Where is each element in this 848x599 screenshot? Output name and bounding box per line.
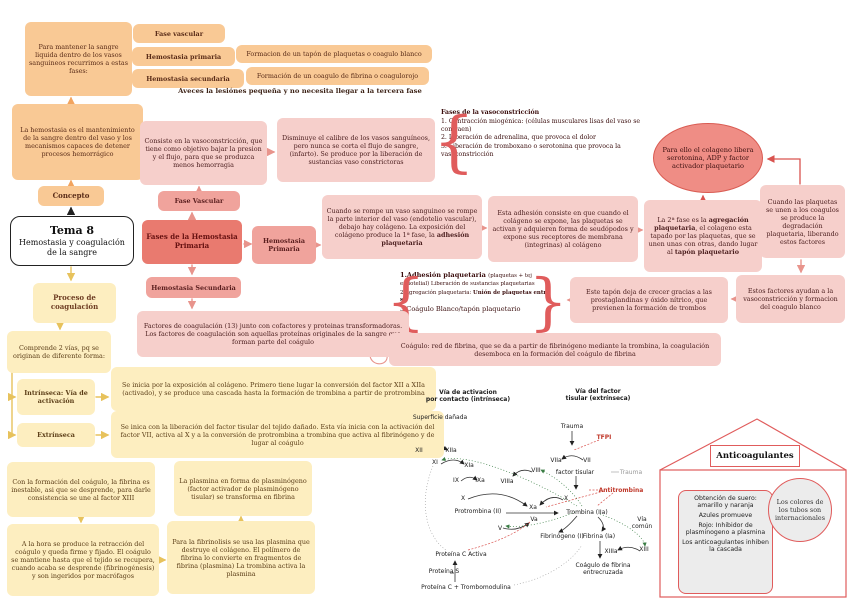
tag-fase-vascular: Fase vascular <box>133 24 225 43</box>
cascade-via-intrinseca-titulo: Vía de activacion por contacto (intrínse… <box>425 389 511 404</box>
note-coagulo-red-fibrina: Coágulo: red de fibrina, que se da a par… <box>389 333 721 366</box>
ellipse-colageno-libera: Para ello el colageno libera serotonina,… <box>653 123 763 193</box>
adhesion-item-2: 2.Agregación plaquetaria: <box>400 289 474 296</box>
cascade-viia: VIIa <box>550 457 562 464</box>
note-coagulo-rojo: Formación de un coagulo de fibrina o coa… <box>246 67 429 85</box>
note-fibrinolisis: Para la fibrinolisis se usa las plasmina… <box>167 521 315 594</box>
note-adhesion: Esta adhesión consiste en que cuando el … <box>488 196 638 262</box>
note-rompe-vaso: Cuando se rompe un vaso sanguineo se rom… <box>322 195 482 259</box>
cascade-trauma: Trauma <box>560 423 584 430</box>
cascade-superficie-danada: Superficie dañada <box>412 414 468 421</box>
cascade-ix: IX <box>453 477 459 484</box>
note-consiste-vasoconstriccion: Consiste en la vasoconstricción, que tie… <box>140 121 267 185</box>
fase2-b1: agregación plaquetaria <box>654 216 749 232</box>
cascade-via-comun: Vía común <box>631 516 653 531</box>
cascade-xia: XIa <box>464 462 474 469</box>
cascade-proteina-s: Proteína S <box>428 568 460 575</box>
anticoagulantes-linea: Rojo: Inhibidor de plasminogeno a plasmi… <box>685 522 766 536</box>
anticoagulantes-notas: Obtención de suero: amarillo y naranja A… <box>678 490 773 594</box>
cascade-xii: XII <box>415 447 423 454</box>
cascade-x-izq: X <box>460 495 466 502</box>
tag-fase-vascular-pink: Fase Vascular <box>158 191 240 211</box>
fase2-t1: La 2ª fase es la <box>657 216 709 224</box>
cascade-antitrombina: Antitrombina <box>598 487 644 494</box>
cascade-factor-tisular: factor tisular <box>555 469 595 476</box>
adhesion-item-1-bold: 1.Adhesión plaquetaria <box>400 271 489 279</box>
cascade-viiia: VIIIa <box>500 478 514 485</box>
anticoagulantes-linea: Obtención de suero: amarillo y naranja <box>694 495 757 509</box>
anticoagulantes-linea: Los anticoagulantes inhiben la cascada <box>682 539 769 553</box>
cascade-tfpi: TFPI <box>596 434 612 441</box>
left-brace-icon: { <box>433 103 475 180</box>
fases-vaso-item: 3. Liberación de tromboxano o serotonina… <box>441 143 621 158</box>
note-retraccion-coagulo: A la hora se produce la retracción del c… <box>7 524 159 596</box>
note-tapon-plaquetas: Formacion de un tapón de plaquetas o coa… <box>236 45 432 63</box>
node-intrinseca: Intrínseca: Vía de activación <box>17 379 95 415</box>
node-proceso-coagulacion: Proceso de coagulación <box>33 283 116 323</box>
note-disminuye-calibre: Disminuye el calibre de los vasos sanguí… <box>277 118 435 182</box>
adhesion-item-2-bold: Unión de plaquetas entre sí <box>400 289 550 304</box>
note-keep-blood: Para mantener la sangre liquida dentro d… <box>25 22 132 96</box>
node-fases-hemostasia-primaria: Fases de la Hemostasia Primaria <box>142 220 242 264</box>
note-tapon-crecer: Este tapón deja de crecer gracias a las … <box>570 277 728 323</box>
note-hemostasia-definicion: La hemostasia es el mantenimiento de la … <box>12 104 143 180</box>
cascade-ixa: IXa <box>475 477 485 484</box>
anticoagulantes-linea: Azules promueve <box>698 512 753 519</box>
tema-titulo: Tema 8 <box>49 224 95 238</box>
note-factores-ayudan: Estos factores ayudan a la vasoconstricc… <box>736 275 845 323</box>
note-degradacion-plaquetaria: Cuando las plaquetas se unen a los coagu… <box>760 185 845 258</box>
cascade-via-extrinseca-titulo: Vía del factor tisular (extrínseca) <box>565 388 631 403</box>
cascade-v: V <box>497 525 503 532</box>
fase2-b2: tapón plaquetario <box>674 248 739 256</box>
tag-hemostasia-primaria-pink: Hemostasia Primaria <box>252 226 316 264</box>
tema-subtitulo: Hemostasia y coagulación de la sangre <box>19 237 125 257</box>
note-segunda-fase: La 2ª fase es la agregación plaquetaria,… <box>644 200 762 272</box>
note-factores-coagulacion: Factores de coagulación (13) junto con c… <box>137 311 409 357</box>
fases-vaso-titulo: Fases de la vasoconstricción <box>441 109 540 116</box>
cascade-xiii: XIII <box>639 546 649 553</box>
cascade-fibrinogeno: Fibrinógeno (I) <box>540 533 584 540</box>
fase2-t2: , el colageno esta tapado por las plaque… <box>648 224 758 256</box>
note-via-extrinseca: Se inica con la liberación del factor ti… <box>111 411 444 458</box>
rompe-texto: Cuando se rompe un vaso sanguineo se rom… <box>326 207 478 239</box>
cascade-vii: VII <box>583 457 591 464</box>
cascade-x-der: X <box>563 495 569 502</box>
cascade-viii: VIII <box>531 467 541 474</box>
panel-adhesion-lista: { } 1.Adhesión plaquetaria (plaquetas + … <box>386 269 568 339</box>
fases-vaso-item: 1. Contracción miogénica: (células muscu… <box>441 117 641 133</box>
node-extrinseca: Extrínseca <box>17 423 95 447</box>
fases-vaso-item: 2. Liberación de adrenalina, que provoca… <box>441 134 596 142</box>
adhesion-item-3: 3.Coágulo Blanco/tapón plaquetario <box>400 305 521 313</box>
cascade-trauma-2: Trauma <box>619 469 643 476</box>
cascade-xi: XI <box>432 459 438 466</box>
panel-fases-vasoconstriccion: { Fases de la vasoconstricción 1. Contra… <box>433 107 652 182</box>
cascade-trombina: Trombina (IIa) <box>566 509 608 516</box>
note-plasmina: La plasmina en forma de plasminógeno (fa… <box>174 461 312 516</box>
right-brace-icon: } <box>528 265 568 338</box>
rompe-bold: adhesión plaquetaria <box>381 231 470 247</box>
node-concepto: Concepto <box>38 186 104 206</box>
tag-hemostasia-secundaria: Hemostasia secundaria <box>132 69 244 88</box>
anticoagulantes-titulo: Anticoagulantes <box>710 445 800 467</box>
cascade-proteina-c-trombomodulina: Proteína C + Trombomodulina <box>421 584 511 591</box>
node-tema-8: Tema 8 Hemostasia y coagulación de la sa… <box>10 216 134 266</box>
adhesion-item-1: (plaquetas + tej endotelial) Liberación … <box>400 273 535 287</box>
cascade-coagulo-fibrina: Coágulo de fibrina entrecruzada <box>575 562 631 577</box>
anticoagulantes-circulo: Los colores de los tubos son internacion… <box>768 478 832 542</box>
cascade-xiia: XIIa <box>445 447 457 454</box>
cascade-fibrina: Fibrina (Ia) <box>582 533 616 540</box>
cascade-xiiia: XIIIa <box>604 548 618 555</box>
note-comprende-vias: Comprende 2 vías, pq se originan de dife… <box>7 331 111 373</box>
cascade-va: Va <box>530 516 538 523</box>
cascade-xa: Xa <box>529 504 537 511</box>
tag-hemostasia-secundaria-pink: Hemostasia Secundaria <box>146 277 241 298</box>
note-lesion-pequena: Aveces la lesiónes pequeña y no necesita… <box>178 86 422 95</box>
cascade-protrombina: Protrombina (II) <box>454 508 502 515</box>
note-fibrina-inestable: Con la formación del coágulo, la fibrina… <box>7 462 155 517</box>
cascade-proteina-c-activa: Proteína C Activa <box>435 551 487 558</box>
note-via-intrinseca: Se inicia por la exposición al colágeno.… <box>111 367 436 411</box>
tag-hemostasia-primaria: Hemostasia primaria <box>132 47 235 66</box>
